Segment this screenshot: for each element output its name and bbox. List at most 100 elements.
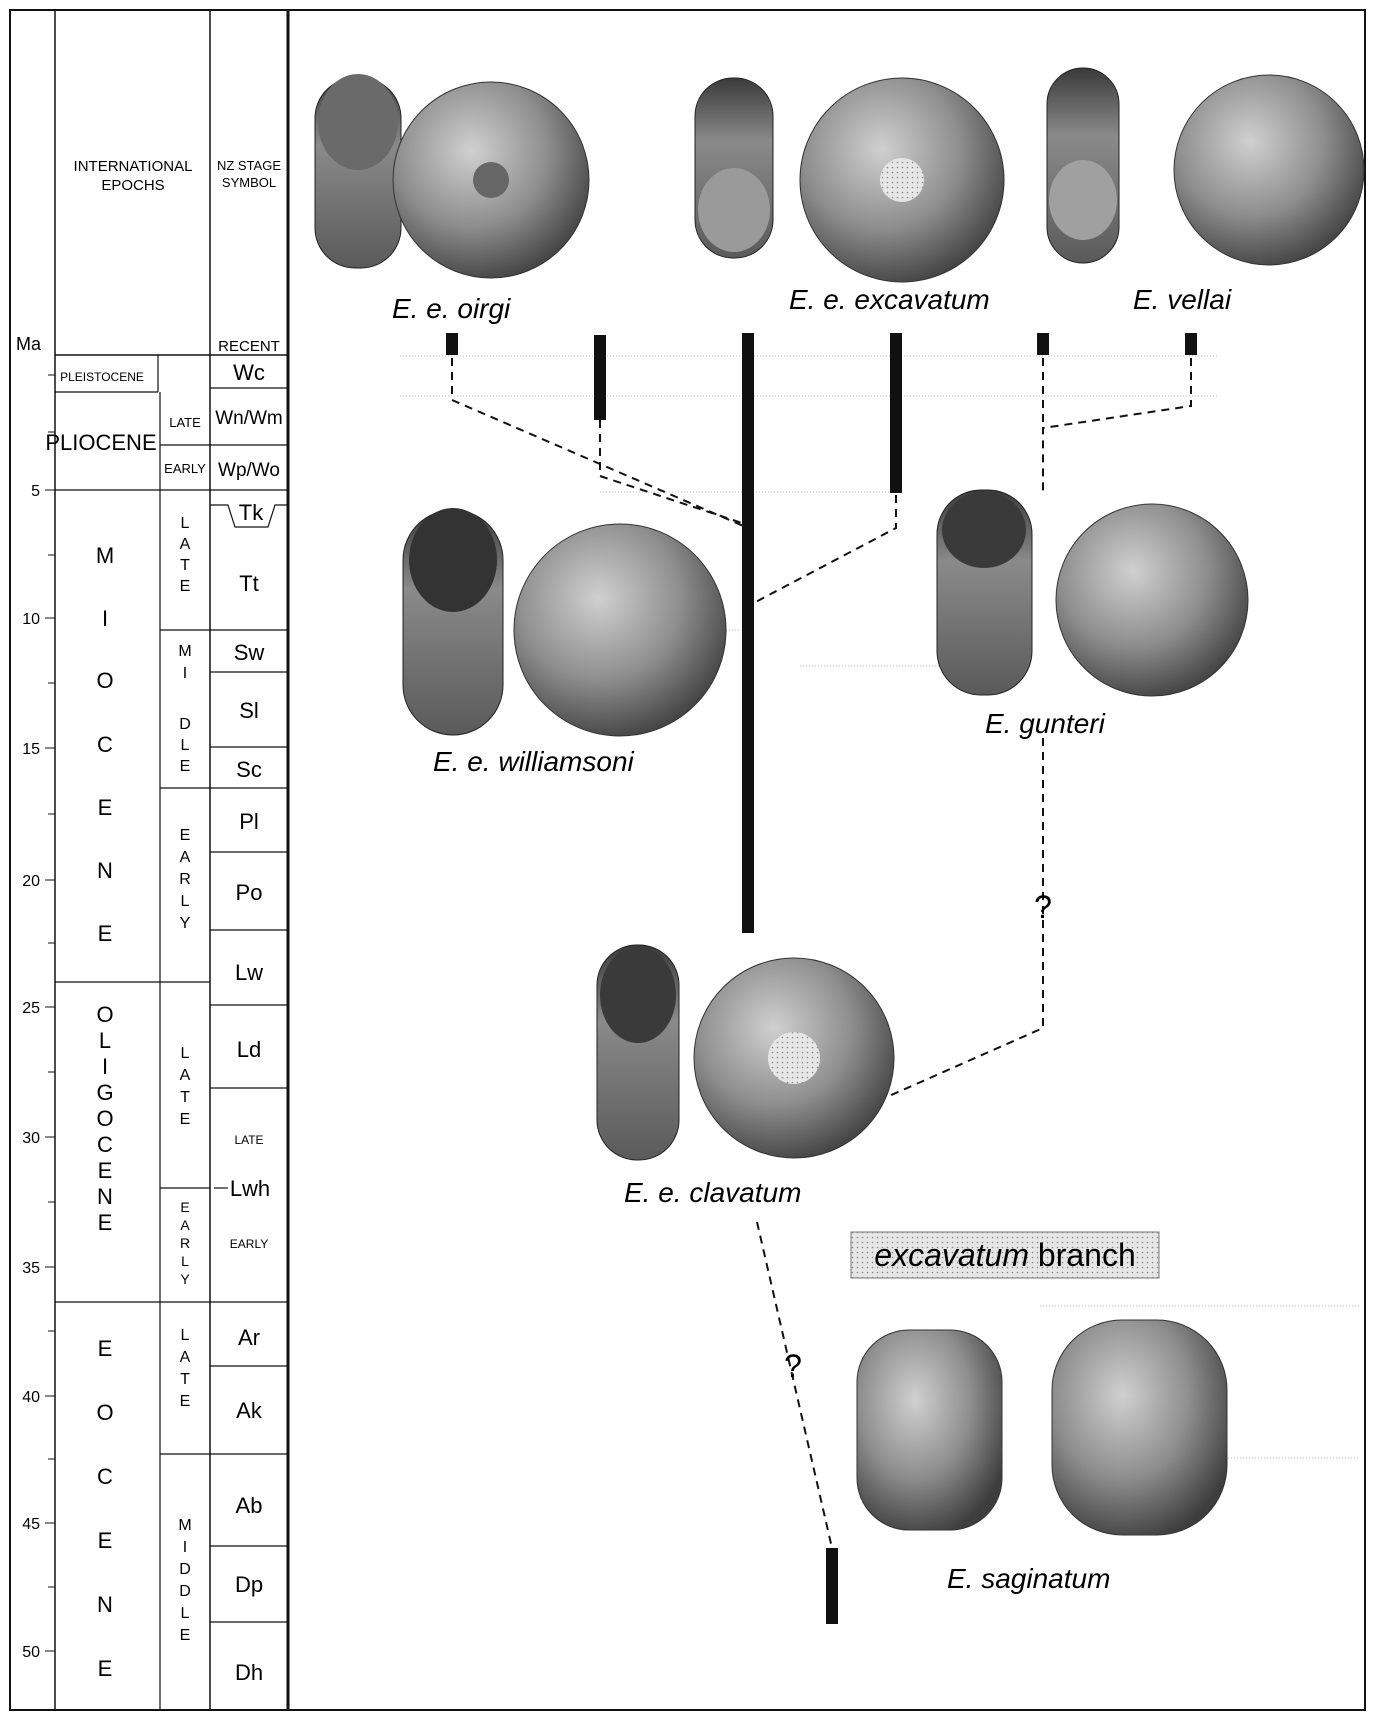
svg-text:Y: Y <box>180 915 191 932</box>
svg-text:T: T <box>180 557 190 574</box>
svg-text:G: G <box>96 1080 113 1105</box>
range-bar-excavatum <box>890 333 902 493</box>
taxon-label-oirgi: E. e. oirgi <box>392 293 511 324</box>
svg-text:D: D <box>179 1561 191 1578</box>
svg-text:E: E <box>98 1210 113 1235</box>
stage-sw: Sw <box>234 640 265 665</box>
svg-text:I: I <box>183 1539 187 1556</box>
stage-dp: Dp <box>235 1572 263 1597</box>
svg-text:A: A <box>180 1067 191 1084</box>
svg-text:E: E <box>98 921 113 946</box>
svg-text:M: M <box>178 643 191 660</box>
ma-axis-label: Ma <box>16 334 42 354</box>
svg-text:D: D <box>179 1583 191 1600</box>
range-bar-oirgi <box>446 333 458 355</box>
stage-sl: Sl <box>239 698 259 723</box>
epoch-oligocene: O L I G O C E N E <box>96 1002 113 1235</box>
tick-30: 30 <box>22 1130 40 1147</box>
stage-lw: Lw <box>235 960 263 985</box>
svg-text:L: L <box>181 1327 190 1344</box>
range-bar-clavatum <box>742 333 754 933</box>
svg-text:A: A <box>180 849 191 866</box>
svg-text:M: M <box>96 543 114 568</box>
svg-text:E: E <box>180 578 191 595</box>
link-vellai-gunteri <box>1043 358 1191 494</box>
svg-text:E: E <box>180 1393 191 1410</box>
epoch-miocene: M I O C E N E <box>96 543 114 946</box>
taxon-label-gunteri: E. gunteri <box>985 708 1106 739</box>
tick-35: 35 <box>22 1260 40 1277</box>
svg-text:E: E <box>180 1627 191 1644</box>
stage-pl: Pl <box>239 809 259 834</box>
epoch-eocene: E O C E N E <box>96 1336 113 1681</box>
range-bar-saginatum <box>826 1548 838 1624</box>
svg-text:L: L <box>181 1253 189 1269</box>
svg-text:O: O <box>96 1002 113 1027</box>
svg-text:E: E <box>98 1158 113 1183</box>
svg-text:E: E <box>180 1111 191 1128</box>
svg-text:E: E <box>180 827 191 844</box>
stage-lwh: Lwh <box>230 1176 270 1201</box>
specimen-saginatum <box>857 1320 1227 1535</box>
stage-late: LATE <box>234 1133 263 1147</box>
svg-text:O: O <box>96 668 113 693</box>
svg-text:R: R <box>179 871 191 888</box>
ma-ticks: 5 10 15 20 25 30 35 40 45 <box>22 375 55 1661</box>
link-clavatum-saginatum <box>757 1222 832 1548</box>
specimen-oirgi <box>315 74 589 278</box>
stage-wnwm: Wn/Wm <box>215 408 283 429</box>
svg-text:L: L <box>181 1605 190 1622</box>
branch-label-rest: branch <box>1029 1237 1136 1273</box>
svg-text:A: A <box>180 1349 191 1366</box>
svg-text:N: N <box>97 1184 113 1209</box>
stage-po: Po <box>236 880 263 905</box>
stage-ld: Ld <box>237 1037 261 1062</box>
range-bar-williamsoni <box>594 335 606 420</box>
epochs-header-line2: EPOCHS <box>101 177 164 194</box>
stage-dh: Dh <box>235 1660 263 1685</box>
taxon-label-clavatum: E. e. clavatum <box>624 1177 801 1208</box>
stage-header-line1: NZ STAGE <box>217 158 281 173</box>
tick-40: 40 <box>22 1389 40 1406</box>
svg-text:E: E <box>98 1656 113 1681</box>
tick-45: 45 <box>22 1516 40 1533</box>
svg-text:C: C <box>97 1132 113 1157</box>
svg-text:D: D <box>179 716 191 733</box>
stage-wpwo: Wp/Wo <box>218 460 280 481</box>
taxon-label-saginatum: E. saginatum <box>947 1563 1110 1594</box>
svg-text:L: L <box>181 515 190 532</box>
svg-text:I: I <box>102 606 108 631</box>
svg-text:M: M <box>178 1517 191 1534</box>
stage-sc: Sc <box>236 757 262 782</box>
specimen-clavatum <box>597 945 894 1160</box>
svg-text:I: I <box>102 1054 108 1079</box>
subepoch-miocene-early: E A R L Y <box>179 827 191 932</box>
subepoch-pliocene-late: LATE <box>169 415 201 430</box>
stage-tk: Tk <box>239 500 264 525</box>
subepoch-pliocene-early: EARLY <box>164 461 206 476</box>
svg-text:E: E <box>180 758 191 775</box>
svg-text:O: O <box>96 1400 113 1425</box>
uncertain-mark-gunteri: ? <box>1034 889 1052 925</box>
specimen-gunteri <box>937 490 1248 696</box>
tick-25: 25 <box>22 1000 40 1017</box>
svg-text:E: E <box>98 795 113 820</box>
svg-text:E: E <box>180 1199 189 1215</box>
stage-recent: RECENT <box>218 338 280 355</box>
subepoch-oligocene-late: L A T E <box>180 1045 191 1128</box>
svg-text:C: C <box>97 1464 113 1489</box>
svg-text:A: A <box>180 536 191 553</box>
svg-text:L: L <box>181 893 190 910</box>
tick-20: 20 <box>22 873 40 890</box>
epoch-pleistocene: PLEISTOCENE <box>60 370 144 384</box>
taxon-label-excavatum: E. e. excavatum <box>789 284 990 315</box>
stage-ab: Ab <box>236 1493 263 1518</box>
taxon-label-vellai: E. vellai <box>1133 284 1232 315</box>
tick-5: 5 <box>31 483 40 500</box>
link-williamsoni-clavatum <box>600 420 748 525</box>
stage-tt: Tt <box>239 571 259 596</box>
svg-text:R: R <box>180 1235 190 1251</box>
branch-label: excavatum branch <box>851 1232 1159 1278</box>
svg-text:L: L <box>181 1045 190 1062</box>
tick-15: 15 <box>22 741 40 758</box>
